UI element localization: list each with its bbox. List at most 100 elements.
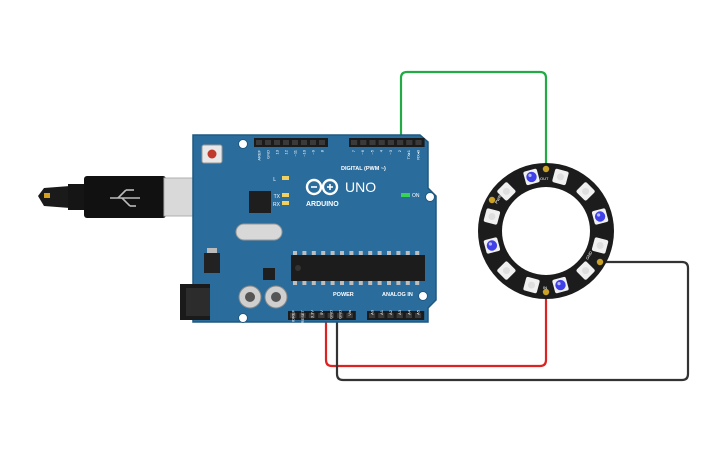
ring-led-glint <box>528 173 532 178</box>
neopixel-ring[interactable]: PWR GND IN OUT <box>478 163 614 299</box>
pin-label: ~3 <box>388 149 393 154</box>
ring-pad[interactable] <box>596 258 604 266</box>
pin-label: A3 <box>397 309 402 315</box>
pin-label: ~6 <box>360 149 365 154</box>
mcu-leg <box>405 281 410 285</box>
header-pin[interactable] <box>265 140 271 145</box>
pin-label: 2 <box>397 149 402 152</box>
ring-led-off <box>596 241 604 249</box>
mcu-leg <box>293 281 297 285</box>
mcu-leg <box>311 251 316 255</box>
pin-label: ~10 <box>302 149 307 157</box>
mcu-leg <box>387 251 391 255</box>
power-header[interactable] <box>288 311 356 320</box>
header-pin[interactable] <box>396 313 403 318</box>
mcu-leg <box>358 251 363 255</box>
pin-label: GND <box>338 310 343 319</box>
ring-led-off <box>502 267 510 275</box>
mcu-leg <box>330 281 335 285</box>
header-pin[interactable] <box>310 140 316 145</box>
ground-wire[interactable] <box>335 260 690 382</box>
header-pin[interactable] <box>369 313 376 318</box>
ring-pad[interactable] <box>542 288 550 296</box>
usb-chip <box>249 191 271 213</box>
pin-label: 7 <box>351 149 356 152</box>
header-pin[interactable] <box>415 313 422 318</box>
mcu-leg <box>311 281 316 285</box>
header-pin[interactable] <box>387 140 394 145</box>
mcu-leg <box>377 251 382 255</box>
header-pin[interactable] <box>387 313 394 318</box>
mcu-leg <box>340 281 344 285</box>
ring-led-lit <box>594 211 606 222</box>
mcu-leg <box>387 281 391 285</box>
header-pin[interactable] <box>299 313 306 318</box>
header-pin[interactable] <box>292 140 298 145</box>
on-led <box>401 193 410 197</box>
mcu-leg <box>349 251 354 255</box>
mounting-hole <box>238 313 248 323</box>
header-pin[interactable] <box>290 313 297 318</box>
mcu-leg <box>349 281 354 285</box>
mcu-leg <box>415 281 420 285</box>
header-pin[interactable] <box>256 140 262 145</box>
voltage-regulator <box>204 248 220 273</box>
mcu-leg <box>368 281 373 285</box>
pin-label: Vin <box>347 310 352 316</box>
header-pin[interactable] <box>378 313 385 318</box>
ring-in-label: IN <box>543 285 547 290</box>
ring-pads <box>488 165 604 296</box>
header-pin[interactable] <box>415 140 422 145</box>
header-pin[interactable] <box>319 140 325 145</box>
ring-led-lit <box>486 240 498 251</box>
header-pin[interactable] <box>318 313 325 318</box>
ring-leds <box>483 168 609 294</box>
capacitors <box>238 285 288 309</box>
pin-label: 13 <box>275 149 280 154</box>
header-pin[interactable] <box>360 140 367 145</box>
mounting-hole <box>425 192 435 202</box>
pin-label: A4 <box>406 309 411 315</box>
ring-pad[interactable] <box>488 196 496 204</box>
model-label: UNO <box>345 179 376 195</box>
header-pin[interactable] <box>283 140 289 145</box>
analog-header[interactable] <box>367 311 425 320</box>
header-pin[interactable] <box>346 313 353 318</box>
mcu-leg <box>358 281 363 285</box>
header-pin[interactable] <box>301 140 307 145</box>
ring-led-off <box>502 187 510 195</box>
digital-header[interactable] <box>254 138 425 147</box>
ring-led-off <box>488 213 496 221</box>
header-pin[interactable] <box>351 140 358 145</box>
pin-label: A1 <box>379 309 384 315</box>
ring-pwr-label: PWR <box>494 194 503 205</box>
mounting-hole <box>418 291 428 301</box>
ring-led-glint <box>557 281 561 286</box>
pin-label: 5V <box>319 310 324 315</box>
pin-label: 12 <box>284 149 289 154</box>
ring-hole <box>502 187 590 275</box>
header-pin[interactable] <box>369 140 376 145</box>
header-pin[interactable] <box>397 140 404 145</box>
power-wire[interactable] <box>324 290 548 368</box>
header-pin[interactable] <box>327 313 334 318</box>
mcu-leg <box>396 281 401 285</box>
header-pin[interactable] <box>337 313 344 318</box>
header-pin[interactable] <box>405 313 412 318</box>
digital-section-label: DIGITAL (PWM ~) <box>341 166 386 172</box>
header-pin[interactable] <box>308 313 316 318</box>
ring-pad[interactable] <box>542 165 550 173</box>
mcu-leg <box>405 251 410 255</box>
pin-label: ~9 <box>311 149 316 154</box>
header-pin[interactable] <box>274 140 280 145</box>
header-pin[interactable] <box>406 140 413 145</box>
data-wire[interactable] <box>399 70 548 170</box>
brand-label: ARDUINO <box>306 201 339 208</box>
header-pin[interactable] <box>378 140 385 145</box>
ring-led-off <box>528 281 536 289</box>
led-l-label: L <box>273 177 276 183</box>
ring-led-lit <box>555 279 566 291</box>
led-tx-label: TX <box>274 194 281 200</box>
